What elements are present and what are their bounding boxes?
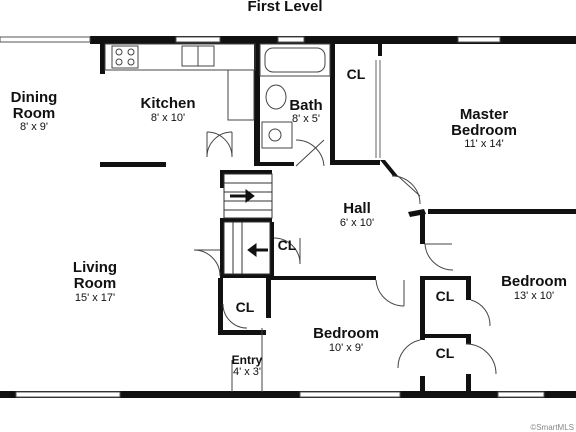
bath-dims: 8' x 5' xyxy=(292,113,320,125)
interior-walls xyxy=(100,44,576,391)
kitchen-name: Kitchen xyxy=(140,95,195,112)
windows xyxy=(0,36,545,398)
hall-name: Hall xyxy=(343,200,371,217)
right-closet-top-label: CL xyxy=(436,288,455,304)
stair-closet-label: CL xyxy=(278,237,297,253)
credit-watermark: ©SmartMLS xyxy=(530,423,574,432)
dining-room-dims: 8' x 9' xyxy=(20,121,48,133)
kitchen-fixtures xyxy=(104,43,256,121)
center-bedroom-name: Bedroom xyxy=(313,325,379,342)
entry-closet-label: CL xyxy=(236,299,255,315)
right-closet-bottom-label: CL xyxy=(436,345,455,361)
living-room-dims: 15' x 17' xyxy=(75,292,115,304)
entry-name: Entry xyxy=(232,353,263,367)
closet-slider xyxy=(375,60,381,158)
stove-icon xyxy=(111,45,139,69)
stair-arrows xyxy=(230,189,268,257)
master-bedroom-dims: 11' x 14' xyxy=(464,138,503,150)
master-closet-label: CL xyxy=(347,66,366,82)
right-bedroom-name: Bedroom xyxy=(501,273,567,290)
bath-name: Bath xyxy=(289,97,322,114)
dining-room-name-1: Dining xyxy=(11,89,58,106)
master-bedroom-name-1: Master xyxy=(460,106,509,123)
hall-dims: 6' x 10' xyxy=(340,217,374,229)
door-swings xyxy=(193,131,497,392)
exterior-walls xyxy=(0,36,576,398)
stairs xyxy=(223,173,273,275)
closet-labels: CL CL CL CL CL xyxy=(236,66,455,361)
right-bedroom-dims: 13' x 10' xyxy=(514,290,554,302)
bath-fixtures xyxy=(259,43,331,149)
kitchen-dims: 8' x 10' xyxy=(151,112,185,124)
dining-room-name-2: Room xyxy=(13,105,56,122)
plan-title: First Level xyxy=(247,0,322,15)
living-room-name-1: Living xyxy=(73,259,117,276)
master-bedroom-name-2: Bedroom xyxy=(451,122,517,139)
living-room-name-2: Room xyxy=(74,275,117,292)
entry-dims: 4' x 3' xyxy=(233,366,261,378)
room-labels: Dining Room 8' x 9' Kitchen 8' x 10' Bat… xyxy=(11,89,567,378)
center-bedroom-dims: 10' x 9' xyxy=(329,342,363,354)
toilet-icon xyxy=(265,84,287,110)
